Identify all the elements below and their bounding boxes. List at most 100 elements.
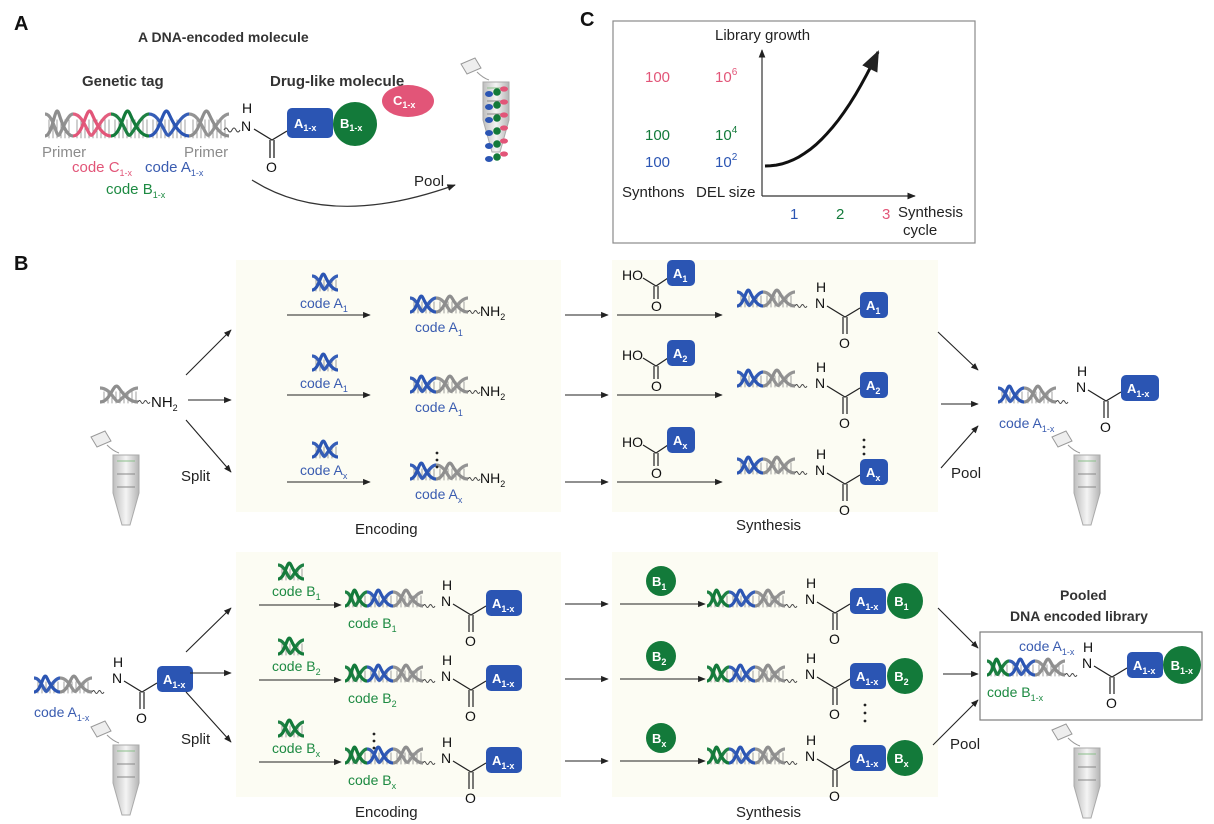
atom-h: H [816,359,826,375]
library-building-block-b-label: B1-x [1171,658,1193,676]
linker-squiggle [784,679,798,683]
molecule-dot-b [493,88,501,96]
pool-label-1: Pool [951,465,981,482]
dna-helix-genetic-tag-icon [44,109,230,139]
pooled-dna-icon [997,384,1057,404]
nh2-label: NH2 [480,383,505,402]
tube-icon [90,430,140,526]
amide-group: HNO [815,279,861,351]
pool-arc-arrow [251,179,456,207]
attached-building-block-a [850,745,886,771]
reagent-code-label: code B1 [272,583,321,602]
block-b-circle [333,102,377,146]
molecule-dot-c [500,138,508,144]
atom-o: O [839,502,850,518]
reagent-code-label: code A1 [300,375,348,394]
linker-squiggle [422,604,436,608]
del-size-value: 106 [715,67,738,86]
amide-group: HNO [441,577,487,649]
panel-a-letter: A [14,13,28,35]
encoding-label-2: Encoding [355,804,418,821]
encoded-dna-icon [706,745,786,765]
encoded-dna-icon [344,663,424,683]
atom-h: H [442,577,452,593]
drug-like-label: Drug-like molecule [270,73,404,90]
amide-group: HNO [1076,363,1122,435]
attached-building-block-a [850,663,886,689]
pooled-building-block-label: A1-x [1127,381,1149,399]
del-size-value: 104 [715,125,738,144]
linker-squiggle [784,761,798,765]
atom-h: H [806,650,816,666]
linker-squiggle [794,384,808,388]
start-building-block-label: A1-x [163,672,185,690]
attached-building-block [486,590,522,616]
pool-arrow [937,607,979,649]
encoding-label-1: Encoding [355,521,418,538]
library-title-1: Pooled [1060,587,1107,603]
dna-helix-icon [44,109,230,139]
linker-squiggle [784,604,798,608]
reagent-code-label: code Ax [300,462,348,481]
atom-n: N [805,666,815,682]
primer-right-label: Primer [184,144,228,161]
pool-label-2: Pool [950,736,980,753]
code-a-label: code A1-x [145,159,204,178]
nh2-label: NH2 [480,303,505,322]
reagent-code-label: code B2 [272,658,321,677]
attached-building-block-a-label: A1-x [856,751,878,769]
code-b-label: code B1-x [106,181,166,200]
block-a-label: A1-x [294,116,316,133]
ellipsis-dot [372,739,376,743]
atom-o: O [651,465,662,481]
amide-group: HNO [441,734,487,806]
molecule-dot-b [493,127,501,135]
attached-building-block-a-label: A1-x [856,669,878,687]
reagent-code-label: code Bx [272,740,321,759]
library-code-a-label: code A1-x [1019,638,1075,657]
attached-building-block-b [887,583,923,619]
amide-group: HNO [815,359,861,431]
attached-building-block-label: A2 [866,378,880,396]
product-code-label: code A1 [415,399,463,418]
synthons-value: 100 [645,127,670,144]
attached-building-block-b-label: Bx [894,751,908,769]
dna-start-icon [99,384,139,404]
amide-group: HNO [805,732,851,804]
genetic-tag-label: Genetic tag [82,73,164,90]
molecule-dot-a [485,104,493,110]
atom-o: O [829,788,840,804]
reagent-building-block-b-label: B2 [652,649,666,667]
atom-n: N [1082,655,1092,671]
linker-squiggle [1064,673,1078,677]
code-c-label: code C1-x [72,159,133,178]
panel-c-letter: C [580,9,594,31]
synthons-value: 100 [645,154,670,171]
atom-o: O [266,159,277,175]
molecule-dot-b [493,101,501,109]
block-c-ellipse [382,85,434,117]
nh2-label: NH2 [151,394,178,413]
split-label-1: Split [181,468,211,485]
atom-n: N [815,375,825,391]
reagent-building-block-b-label: Bx [652,731,666,749]
attached-building-block [860,459,888,485]
growth-curve [764,50,880,168]
panel-b: B Encoding Synthesis Encoding Synthesis … [14,253,1203,821]
linker-squiggle [422,761,436,765]
tube-icon [1051,723,1101,819]
atom-h: H [816,279,826,295]
pooled-code-label: code A1-x [999,415,1055,434]
acid-building-block [667,340,695,366]
synthons-header: Synthons [622,184,685,201]
molecule-dot-c [500,125,508,131]
ho-label: HO [622,347,643,363]
start-code-label: code A1-x [34,704,90,723]
attached-building-block-b-label: B2 [894,669,908,687]
encoded-dna-icon [706,588,786,608]
